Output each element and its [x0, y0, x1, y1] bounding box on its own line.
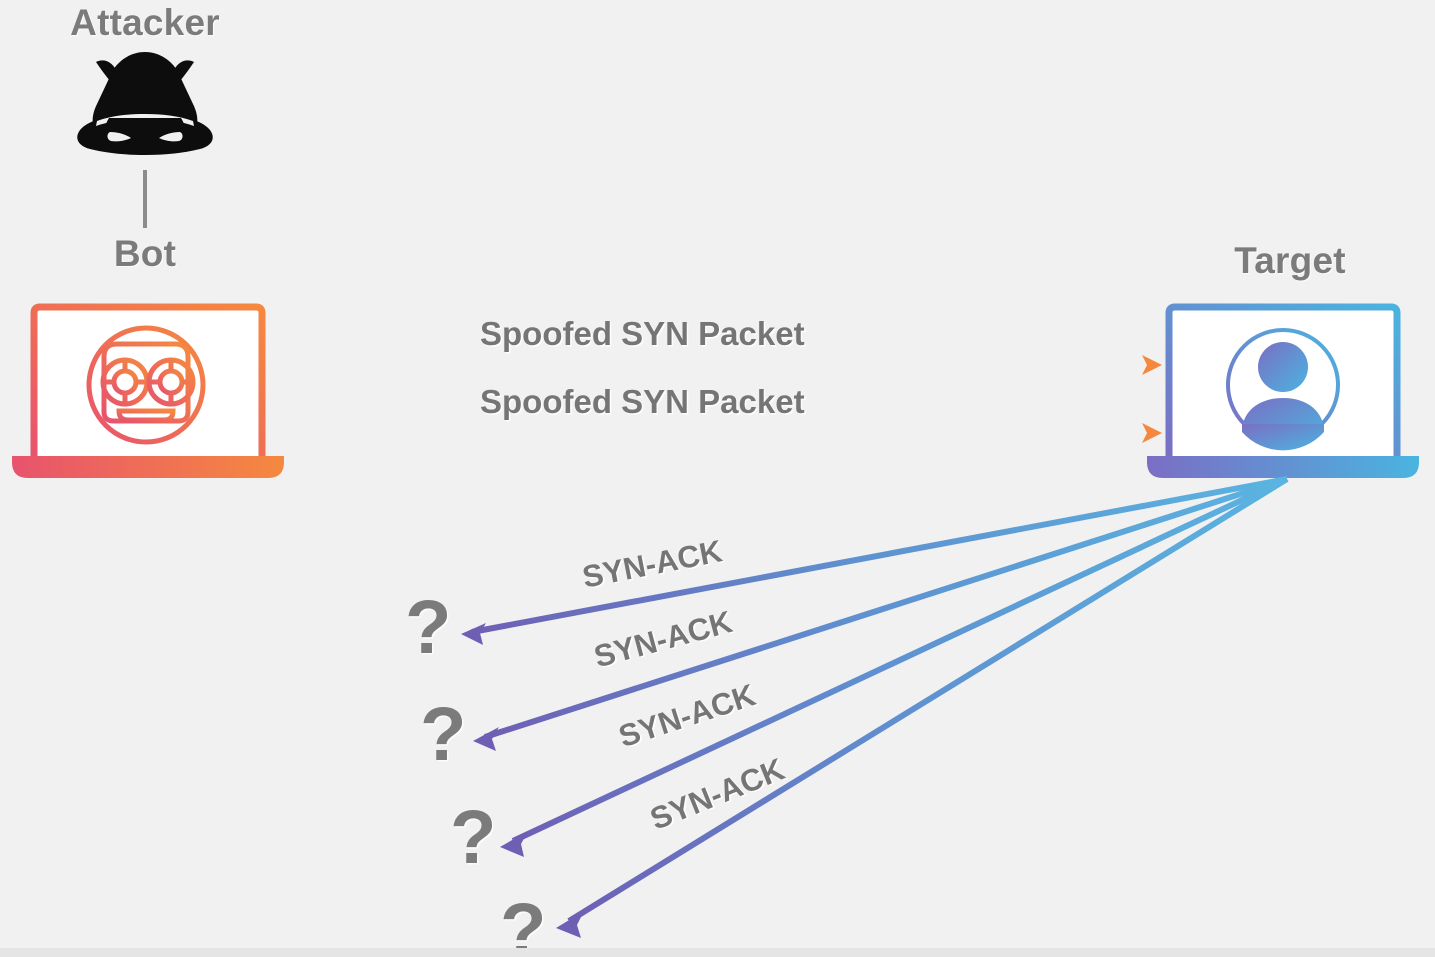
question-mark-4: ? — [500, 888, 547, 957]
target-laptop — [1147, 303, 1419, 478]
attacker-label: Attacker — [70, 2, 220, 43]
bot-label: Bot — [113, 233, 177, 274]
fedora-hat-mask-icon — [77, 52, 213, 155]
spoofed-syn-label-2: Spoofed SYN Packet — [480, 383, 805, 420]
target-label: Target — [1234, 240, 1346, 281]
user-person-icon — [1226, 328, 1340, 451]
robot-face-icon — [86, 325, 206, 445]
question-mark-2: ? — [420, 692, 467, 777]
question-mark-1: ? — [405, 585, 452, 670]
synack-arrow-1 — [461, 476, 1288, 645]
synack-arrow-3 — [500, 476, 1289, 857]
spoofed-syn-arrow-1 — [262, 355, 1162, 375]
bottom-edge-strip — [0, 948, 1435, 957]
spoofed-syn-arrow-2 — [262, 423, 1162, 443]
question-mark-3: ? — [450, 795, 497, 880]
spoofed-syn-label-1: Spoofed SYN Packet — [480, 315, 805, 352]
synack-arrow-4 — [556, 476, 1289, 938]
synack-arrow-2 — [473, 476, 1288, 751]
bot-laptop — [12, 303, 284, 478]
